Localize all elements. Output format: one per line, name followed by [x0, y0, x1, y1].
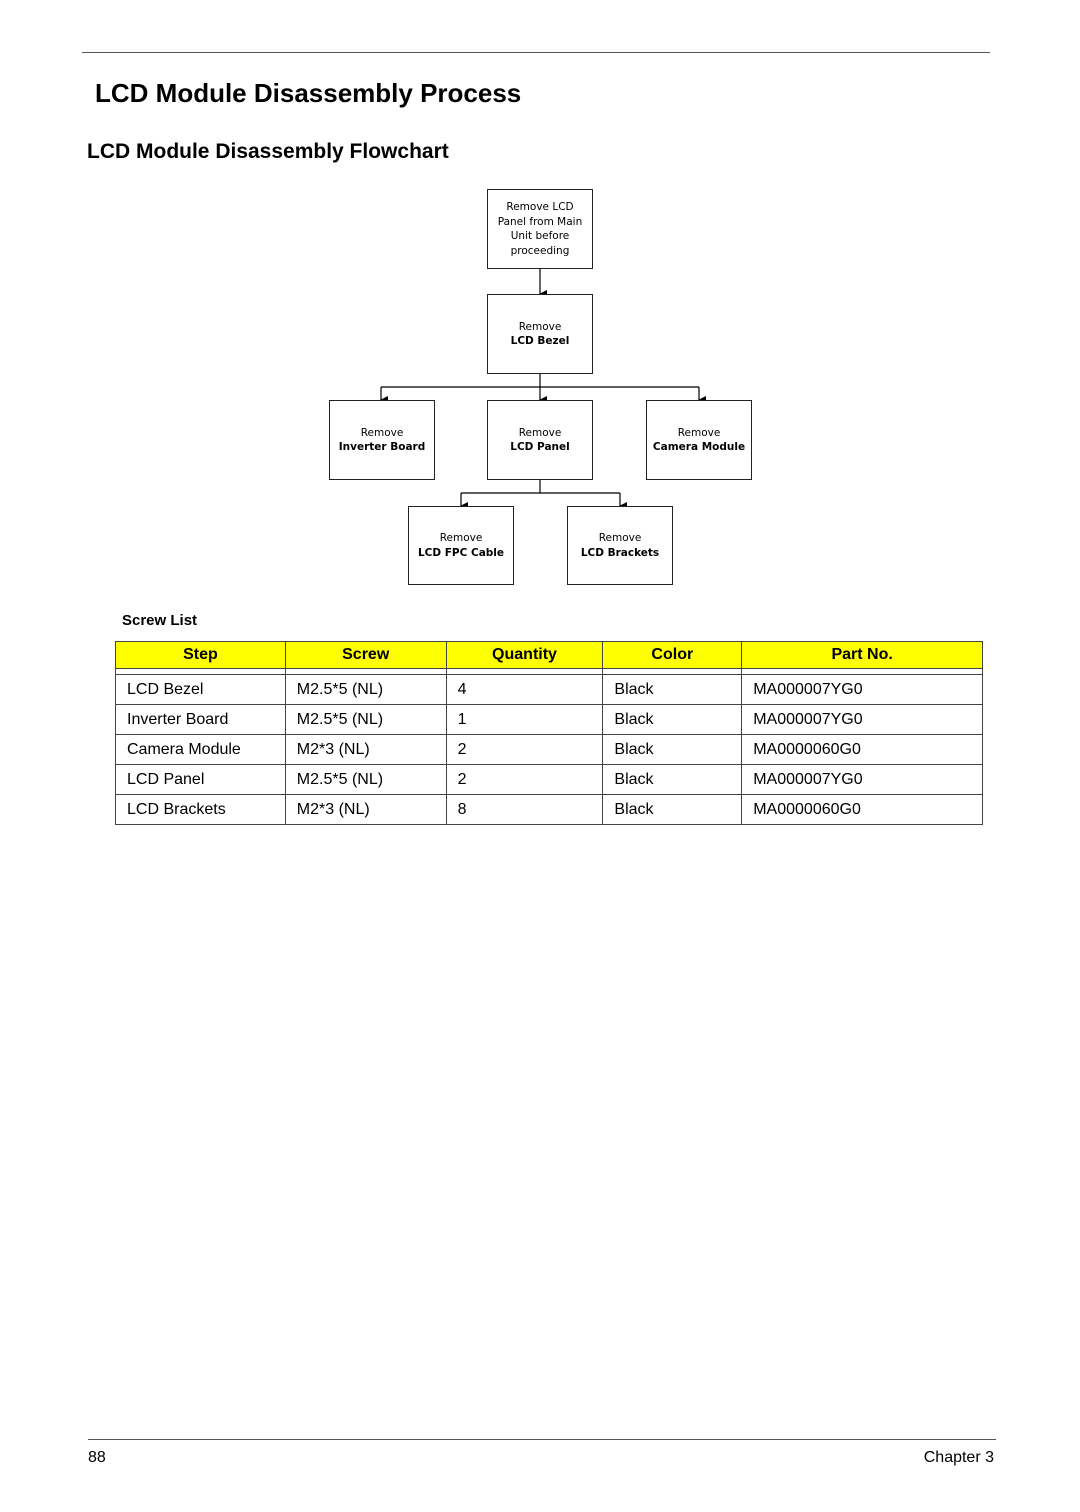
cell-quantity: 4 — [445, 674, 604, 705]
flow-text: proceeding — [510, 244, 570, 257]
cell-part-no: MA0000060G0 — [741, 794, 983, 825]
cell-part-no: MA000007YG0 — [741, 704, 983, 735]
cell-step: LCD Panel — [115, 764, 286, 795]
cell-screw: M2.5*5 (NL) — [284, 764, 447, 795]
header-spacer-row — [115, 668, 983, 675]
cell-screw: M2*3 (NL) — [284, 794, 447, 825]
cell-quantity: 8 — [445, 794, 604, 825]
top-rule — [82, 52, 990, 53]
cell-color: Black — [602, 764, 743, 795]
flow-box-fpc: Remove LCD FPC Cable — [408, 506, 514, 585]
flow-text: Remove LCD — [506, 201, 574, 213]
flow-box-camera: Remove Camera Module — [646, 400, 752, 480]
cell-step: LCD Bezel — [115, 674, 286, 705]
screw-table: Step Screw Quantity Color Part No. LCD B… — [115, 641, 983, 825]
cell-part-no: MA0000060G0 — [741, 734, 983, 765]
cell-color: Black — [602, 674, 743, 705]
flow-text: Remove — [518, 426, 562, 439]
cell-step: LCD Brackets — [115, 794, 286, 825]
cell-screw: M2*3 (NL) — [284, 734, 447, 765]
flow-text: Remove — [677, 426, 721, 439]
section-title: LCD Module Disassembly Flowchart — [87, 140, 449, 163]
cell-quantity: 1 — [445, 704, 604, 735]
cell-step: Inverter Board — [115, 704, 286, 735]
table-row: LCD Bezel M2.5*5 (NL) 4 Black MA000007YG… — [115, 674, 983, 705]
cell-part-no: MA000007YG0 — [741, 674, 983, 705]
flow-text: LCD Brackets — [580, 546, 660, 559]
column-header-color: Color — [602, 641, 743, 669]
table-row: LCD Brackets M2*3 (NL) 8 Black MA0000060… — [115, 794, 983, 825]
cell-step: Camera Module — [115, 734, 286, 765]
page-number: 88 — [88, 1449, 106, 1466]
flow-text: Remove — [360, 426, 404, 439]
cell-part-no: MA000007YG0 — [741, 764, 983, 795]
page-title: LCD Module Disassembly Process — [95, 78, 522, 108]
flow-text: Unit before — [510, 230, 570, 242]
column-header-step: Step — [115, 641, 286, 669]
cell-color: Black — [602, 794, 743, 825]
flowchart: Remove LCD Panel from Main Unit before p… — [0, 0, 1080, 600]
table-row: LCD Panel M2.5*5 (NL) 2 Black MA000007YG… — [115, 764, 983, 795]
flow-box-start: Remove LCD Panel from Main Unit before p… — [487, 189, 593, 269]
cell-quantity: 2 — [445, 764, 604, 795]
cell-screw: M2.5*5 (NL) — [284, 674, 447, 705]
flow-text: LCD Panel — [510, 441, 570, 453]
table-row: Inverter Board M2.5*5 (NL) 1 Black MA000… — [115, 704, 983, 735]
column-header-quantity: Quantity — [445, 641, 604, 669]
cell-quantity: 2 — [445, 734, 604, 765]
column-header-screw: Screw — [284, 641, 447, 669]
flow-text: Remove — [518, 320, 562, 333]
flow-text: LCD Bezel — [510, 335, 570, 347]
flow-text: Inverter Board — [338, 441, 426, 453]
table-header-row: Step Screw Quantity Color Part No. — [115, 641, 983, 669]
flowchart-connectors — [380, 269, 706, 510]
flow-box-inverter: Remove Inverter Board — [329, 400, 435, 480]
flow-text: Remove — [439, 532, 483, 544]
cell-screw: M2.5*5 (NL) — [284, 704, 447, 735]
cell-color: Black — [602, 704, 743, 735]
flow-text: Camera Module — [652, 441, 746, 453]
bottom-rule — [88, 1439, 996, 1440]
flow-text: Panel from Main — [497, 215, 583, 228]
flow-box-bezel: Remove LCD Bezel — [487, 294, 593, 374]
flow-text: LCD FPC Cable — [417, 546, 505, 559]
table-row: Camera Module M2*3 (NL) 2 Black MA000006… — [115, 734, 983, 765]
chapter-label: Chapter 3 — [923, 1449, 994, 1466]
flow-box-panel: Remove LCD Panel — [487, 400, 593, 480]
flow-box-brackets: Remove LCD Brackets — [567, 506, 673, 585]
cell-color: Black — [602, 734, 743, 765]
flow-text: Remove — [598, 532, 642, 544]
screw-list-title: Screw List — [122, 612, 198, 629]
column-header-part-no: Part No. — [741, 641, 983, 669]
